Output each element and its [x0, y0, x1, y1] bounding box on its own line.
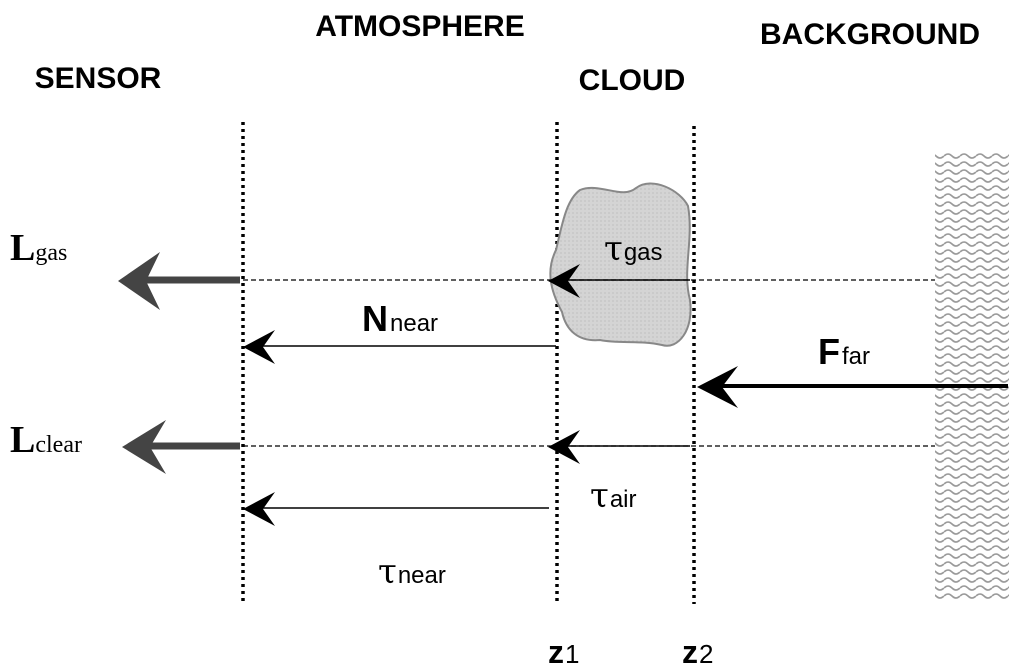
air-transmission-arrow — [243, 492, 549, 526]
cloud-clear-arrow — [548, 430, 690, 464]
l-gas-output-arrow — [118, 252, 240, 310]
l-clear-output-arrow — [122, 420, 240, 474]
l-gas-label: Lgas — [10, 227, 67, 269]
l-clear-label: Lclear — [10, 419, 82, 461]
cloud-gas-arrow — [548, 264, 690, 298]
background-surface — [935, 153, 1009, 600]
near-emission-arrow — [243, 330, 556, 364]
gas-plume — [549, 182, 692, 347]
f-far-label: Ffar — [818, 331, 870, 372]
z1-label: z1 — [548, 634, 579, 667]
tau-air-label: τair — [590, 476, 636, 516]
z2-label: z2 — [682, 634, 713, 667]
cloud-header: CLOUD — [579, 64, 686, 97]
tau-gas-label: τgas — [604, 229, 663, 269]
tau-near-label: τnear — [378, 552, 446, 592]
n-near-label: Nnear — [362, 298, 438, 339]
atmosphere-header: ATMOSPHERE — [315, 10, 524, 43]
background-header: BACKGROUND — [760, 18, 980, 51]
sensor-header: SENSOR — [35, 62, 162, 95]
far-emission-arrow — [697, 366, 1008, 408]
